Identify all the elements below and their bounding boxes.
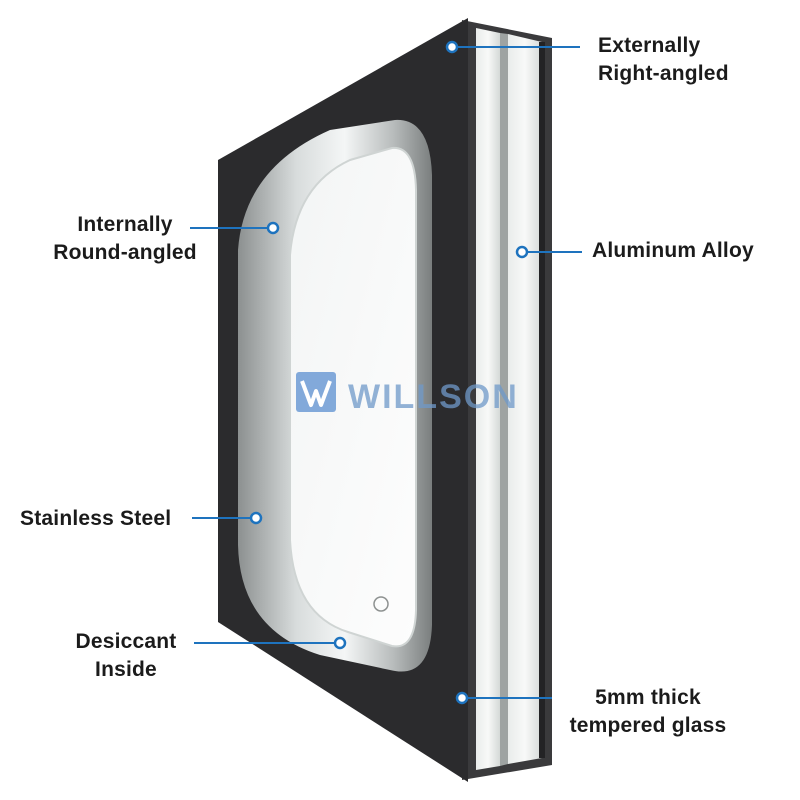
- callout-lines: [190, 40, 582, 705]
- label-tempered-glass: 5mm thick tempered glass: [569, 686, 727, 737]
- label-desiccant-inside: Desiccant Inside: [75, 630, 177, 681]
- label-aluminum-alloy: Aluminum Alloy: [592, 239, 754, 262]
- clear-window: [289, 146, 417, 648]
- callout-internally-round-angled: [190, 221, 280, 235]
- callout-aluminum-alloy: [515, 245, 582, 259]
- label-externally-right-angled: Externally Right-angled: [598, 34, 729, 85]
- certification-mark-icon: [373, 596, 389, 612]
- label-stainless-steel: Stainless Steel: [20, 507, 172, 530]
- callout-tempered-glass: [455, 691, 552, 705]
- callout-stainless-steel: [192, 511, 263, 525]
- callout-externally-right-angled: [445, 40, 580, 54]
- callout-desiccant-inside: [194, 636, 347, 650]
- willson-watermark: WILLSON: [348, 378, 519, 416]
- label-internally-round-angled: Internally Round-angled: [53, 213, 197, 264]
- glass-side-edge: [462, 20, 552, 780]
- willson-logo-icon: [296, 372, 336, 412]
